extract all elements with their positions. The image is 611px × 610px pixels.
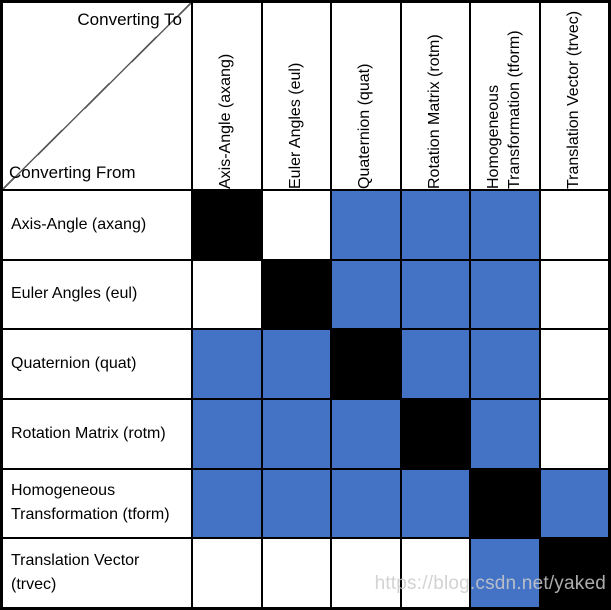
matrix-cell-quat-to-quat	[332, 330, 400, 398]
matrix-cell-trvec-to-axang	[193, 539, 261, 607]
corner-cell: Converting To Converting From	[3, 3, 191, 189]
column-header-label: Rotation Matrix (rotm)	[425, 34, 443, 189]
matrix-cell-quat-to-eul	[262, 330, 330, 398]
matrix-cell-axang-to-trvec	[540, 191, 608, 259]
row-header-rotm: Rotation Matrix (rotm)	[3, 399, 191, 468]
matrix-cell-tform-to-rotm	[401, 469, 469, 538]
matrix-cell-axang-to-rotm	[401, 191, 469, 259]
matrix-cell-rotm-to-tform	[471, 399, 539, 468]
matrix-cell-tform-to-eul	[262, 469, 330, 538]
row-header-axang: Axis-Angle (axang)	[3, 191, 191, 259]
column-header-rotm: Rotation Matrix (rotm)	[401, 3, 469, 189]
matrix-cell-axang-to-quat	[332, 191, 400, 259]
matrix-cell-tform-to-axang	[193, 469, 261, 538]
matrix-cell-eul-to-axang	[193, 260, 261, 329]
column-header-eul: Euler Angles (eul)	[262, 3, 330, 189]
matrix-cell-rotm-to-rotm	[401, 399, 469, 468]
column-header-label: Homogeneous Transformation (tform)	[484, 30, 523, 189]
column-header-label: Euler Angles (eul)	[286, 62, 304, 189]
matrix-cell-eul-to-tform	[471, 260, 539, 329]
matrix-cell-axang-to-eul	[262, 191, 330, 259]
matrix-cell-eul-to-quat	[332, 260, 400, 329]
column-header-quat: Quaternion (quat)	[332, 3, 400, 189]
matrix-cell-quat-to-tform	[471, 330, 539, 398]
column-header-label: Axis-Angle (axang)	[217, 53, 235, 189]
row-header-tform: Homogeneous Transformation (tform)	[3, 469, 191, 538]
matrix-cell-eul-to-trvec	[540, 260, 608, 329]
matrix-cell-trvec-to-eul	[262, 539, 330, 607]
matrix-cell-trvec-to-tform	[471, 539, 539, 607]
matrix-cell-trvec-to-trvec	[540, 539, 608, 607]
converting-from-label: Converting From	[9, 163, 136, 182]
matrix-cell-axang-to-axang	[193, 191, 261, 259]
matrix-cell-quat-to-axang	[193, 330, 261, 398]
matrix-cell-eul-to-rotm	[401, 260, 469, 329]
matrix-cell-axang-to-tform	[471, 191, 539, 259]
row-header-eul: Euler Angles (eul)	[3, 260, 191, 329]
column-header-axang: Axis-Angle (axang)	[193, 3, 261, 189]
matrix-cell-eul-to-eul	[262, 260, 330, 329]
converting-to-label: Converting To	[77, 10, 182, 29]
matrix-cell-trvec-to-quat	[332, 539, 400, 607]
matrix-cell-quat-to-rotm	[401, 330, 469, 398]
column-header-trvec: Translation Vector (trvec)	[540, 3, 608, 189]
column-header-tform: Homogeneous Transformation (tform)	[471, 3, 539, 189]
matrix-cell-rotm-to-axang	[193, 399, 261, 468]
column-header-label: Quaternion (quat)	[356, 63, 374, 189]
matrix-cell-tform-to-tform	[471, 469, 539, 538]
matrix-cell-trvec-to-rotm	[401, 539, 469, 607]
row-header-quat: Quaternion (quat)	[3, 330, 191, 398]
matrix-cell-tform-to-quat	[332, 469, 400, 538]
matrix-cell-rotm-to-eul	[262, 399, 330, 468]
row-header-trvec: Translation Vector (trvec)	[3, 539, 191, 607]
matrix-cell-tform-to-trvec	[540, 469, 608, 538]
column-header-label: Translation Vector (trvec)	[564, 10, 582, 189]
matrix-cell-quat-to-trvec	[540, 330, 608, 398]
matrix-cell-rotm-to-quat	[332, 399, 400, 468]
matrix-cell-rotm-to-trvec	[540, 399, 608, 468]
